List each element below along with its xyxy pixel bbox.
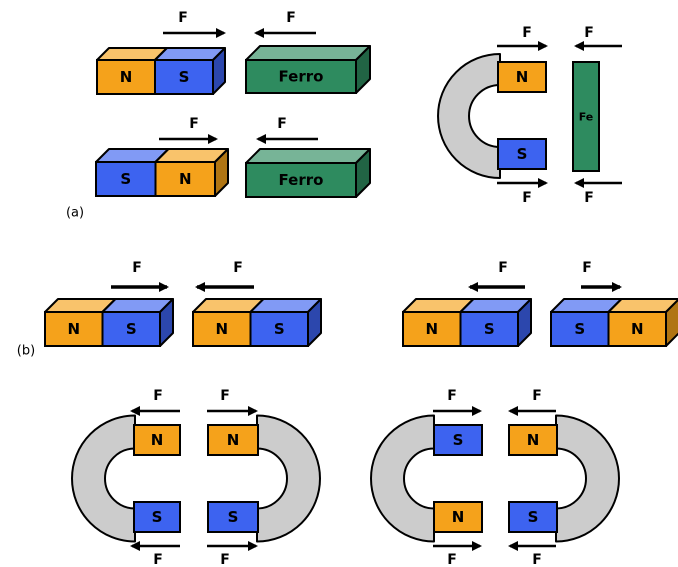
- north-pole-block-label: N: [215, 320, 228, 338]
- force-label: F: [233, 260, 243, 276]
- north-pole-block: [402, 311, 462, 347]
- pole-label: N: [151, 431, 164, 449]
- pole-label: N: [452, 508, 465, 526]
- force-label: F: [532, 388, 542, 404]
- pole-label: N: [516, 68, 529, 86]
- south-pole-block: [154, 59, 214, 95]
- north-pole-block: [192, 311, 252, 347]
- force-label: F: [153, 552, 163, 567]
- iron-bar-top: [245, 45, 371, 61]
- pole-label: S: [152, 508, 163, 526]
- force-label: F: [522, 25, 532, 41]
- south-pole-block-label: S: [126, 320, 137, 338]
- pole-label: S: [517, 145, 528, 163]
- north-pole-block: [96, 59, 156, 95]
- north-pole-block-label: N: [120, 68, 133, 86]
- force-label: F: [189, 116, 199, 132]
- force-label: F: [447, 552, 457, 567]
- south-pole-block: [459, 311, 519, 347]
- horseshoe-magnet-body: [256, 414, 321, 543]
- force-label: F: [532, 552, 542, 567]
- force-label: F: [584, 190, 594, 206]
- force-label: F: [277, 116, 287, 132]
- south-pole-block-label: S: [179, 68, 190, 86]
- south-pole-block-label: S: [120, 170, 131, 188]
- south-pole-block-label: S: [274, 320, 285, 338]
- north-pole-block-label: N: [67, 320, 80, 338]
- horseshoe-magnet-body: [437, 53, 501, 179]
- force-label: F: [286, 10, 296, 26]
- iron-bar-label: Ferro: [279, 68, 324, 86]
- south-pole-block: [249, 311, 309, 347]
- force-label: F: [153, 388, 163, 404]
- iron-fe-bar: [572, 61, 600, 172]
- force-label: F: [132, 260, 142, 276]
- south-pole-block: [101, 311, 161, 347]
- iron-bar: [245, 162, 357, 198]
- south-pole-block-label: S: [574, 320, 585, 338]
- pole-label: S: [453, 431, 464, 449]
- force-label: F: [220, 388, 230, 404]
- iron-bar: [245, 59, 357, 94]
- north-pole-block: [607, 311, 667, 347]
- north-pole-block: [207, 424, 259, 456]
- south-pole-block: [207, 501, 259, 533]
- south-pole-block: [497, 138, 547, 170]
- pole-label: S: [228, 508, 239, 526]
- north-pole-block-label: N: [425, 320, 438, 338]
- iron-fe-label: Fe: [579, 111, 594, 124]
- force-label: F: [220, 552, 230, 567]
- pole-label: N: [527, 431, 540, 449]
- horseshoe-magnet-body: [71, 414, 136, 543]
- south-pole-block-label: S: [484, 320, 495, 338]
- horseshoe-magnet-body: [555, 414, 620, 543]
- force-label: F: [522, 190, 532, 206]
- south-pole-block: [550, 311, 610, 347]
- north-pole-block: [508, 424, 558, 456]
- horseshoe-magnet-body: [370, 414, 435, 543]
- force-label: F: [498, 260, 508, 276]
- iron-bar-label: Ferro: [279, 171, 324, 189]
- caption-b: (b): [17, 344, 35, 359]
- south-pole-block: [508, 501, 558, 533]
- south-pole-block: [433, 424, 483, 456]
- pole-label: N: [227, 431, 240, 449]
- north-pole-block: [44, 311, 104, 347]
- pole-label: S: [528, 508, 539, 526]
- iron-bar-top: [245, 148, 371, 164]
- caption-a: (a): [66, 206, 84, 221]
- force-label: F: [178, 10, 188, 26]
- north-pole-block: [497, 61, 547, 93]
- force-label: F: [584, 25, 594, 41]
- force-label: F: [582, 260, 592, 276]
- force-label: F: [447, 388, 457, 404]
- north-pole-block: [133, 424, 181, 456]
- north-pole-block-label: N: [631, 320, 644, 338]
- south-pole-block: [133, 501, 181, 533]
- north-pole-block: [154, 161, 216, 197]
- north-pole-block: [433, 501, 483, 533]
- north-pole-block-label: N: [179, 170, 192, 188]
